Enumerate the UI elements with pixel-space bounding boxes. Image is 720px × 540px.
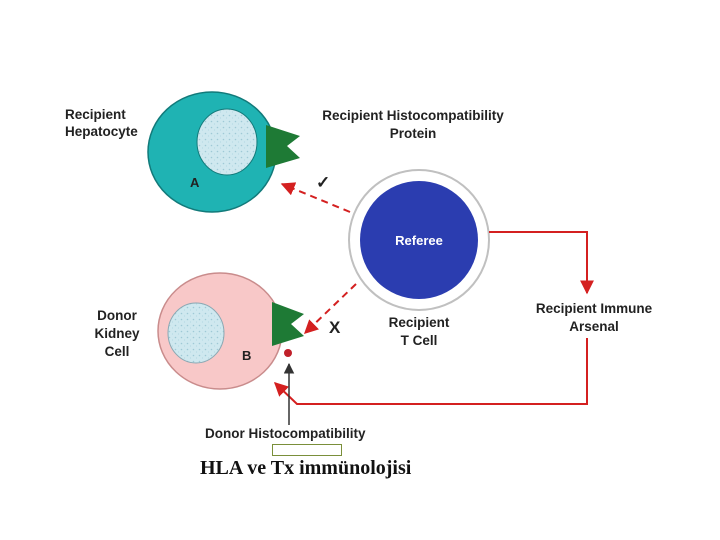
recipient-t-cell: Referee xyxy=(348,169,490,311)
dashed-arrow-to-hepatocyte xyxy=(280,182,351,213)
recipient-histocompatibility-protein-shape xyxy=(266,125,300,168)
recipient-hepatocyte-cell: A xyxy=(147,91,277,213)
kidney-cell-nucleus xyxy=(167,302,225,364)
label-recipient-hepatocyte-line1: Recipient xyxy=(65,107,126,122)
label-recipient-histo-protein-line1: Recipient Histocompatibility xyxy=(322,108,504,123)
check-mark-icon: ✓ xyxy=(316,173,330,192)
label-donor-kidney-line1: Donor xyxy=(97,308,137,323)
caption-tab-box xyxy=(272,444,342,456)
label-a: A xyxy=(190,175,200,190)
arsenal-arrow-down xyxy=(489,231,594,295)
donor-histocompatibility-protein-shape xyxy=(272,302,304,346)
label-recipient-t-cell-line2: T Cell xyxy=(401,333,438,348)
referee-label: Referee xyxy=(395,233,443,248)
arsenal-arrow-back xyxy=(273,338,588,405)
label-recipient-t-cell-line1: Recipient xyxy=(389,315,450,330)
slide-caption: HLA ve Tx immünolojisi xyxy=(200,457,412,479)
x-mark: X xyxy=(329,318,341,337)
label-b: B xyxy=(242,348,251,363)
referee-nucleus xyxy=(360,181,478,299)
label-recipient-histo-protein-line2: Protein xyxy=(390,126,437,141)
label-donor-kidney-line3: Cell xyxy=(105,344,130,359)
label-immune-arsenal-line2: Arsenal xyxy=(569,319,619,334)
label-immune-arsenal-line1: Recipient Immune xyxy=(536,301,653,316)
label-recipient-hepatocyte-line2: Hepatocyte xyxy=(65,124,138,139)
hepatocyte-nucleus xyxy=(196,108,258,176)
label-donor-kidney-line2: Kidney xyxy=(94,326,140,341)
donor-histocompatibility-dot xyxy=(284,349,292,357)
donor-kidney-cell: B xyxy=(157,272,283,390)
label-donor-histocompatibility: Donor Histocompatibility xyxy=(205,426,366,441)
